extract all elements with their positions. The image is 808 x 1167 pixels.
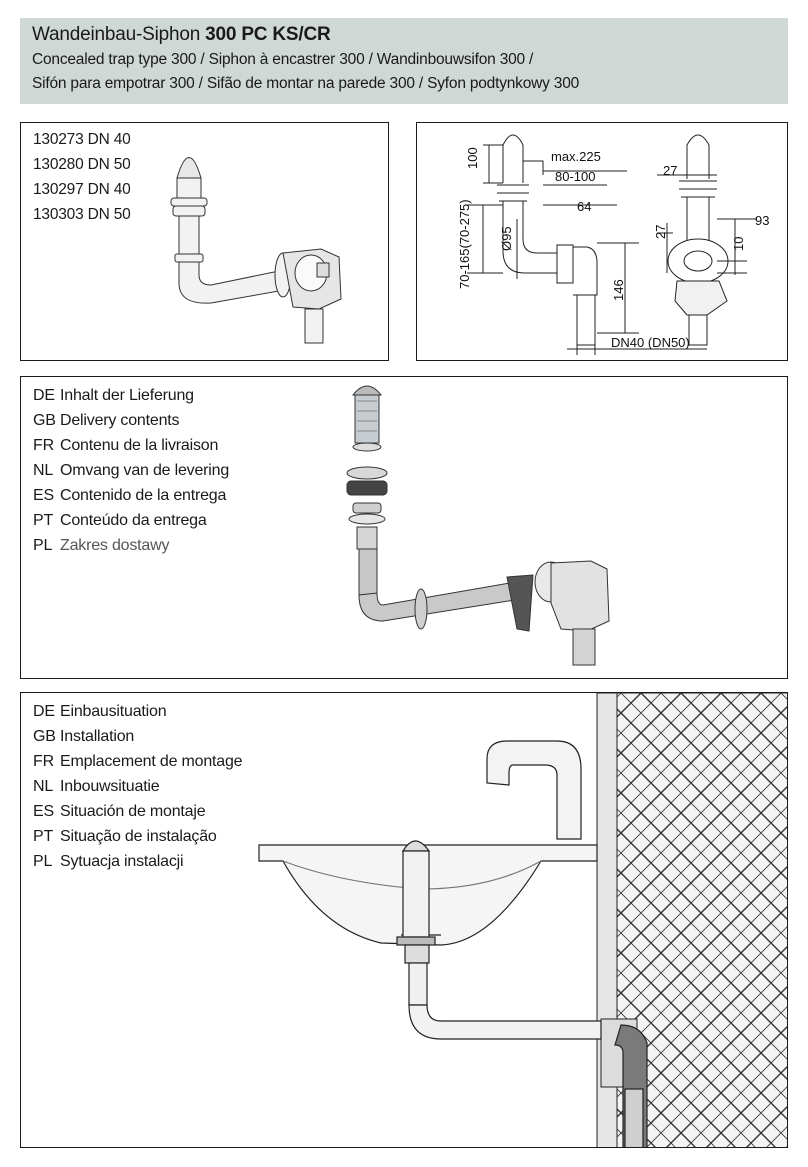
dim-dia95: Ø95 [499,226,514,251]
dim-27b: 27 [653,225,668,239]
dimension-drawing: 100 max.225 80-100 64 Ø95 70-165(70-275)… [457,134,769,355]
dim-27a: 27 [663,163,677,178]
dim-93: 93 [755,213,769,228]
article-number-list: 130273 DN 40 130280 DN 50 130297 DN 40 1… [33,127,131,227]
dim-max225: max.225 [551,149,601,164]
faucet [486,740,582,840]
installation-illustration [258,693,787,1147]
siphon-product-illustration [170,157,342,344]
subtitle-line-1: Concealed trap type 300 / Siphon à encas… [32,51,534,68]
document-title: Wandeinbau-Siphon 300 PC KS/CR [32,24,331,45]
dim-146: 146 [611,279,626,301]
delivery-parts-illustration [346,385,610,666]
subtitle-line-2: Sifón para empotrar 300 / Sifão de monta… [32,75,580,92]
dim-range: 70-165(70-275) [457,199,472,289]
dim-10: 10 [731,237,746,251]
dim-dn: DN40 (DN50) [611,335,690,350]
article-number: 130280 DN 50 [33,156,131,173]
dim-64: 64 [577,199,591,214]
technical-drawing-panel: 100 max.225 80-100 64 Ø95 70-165(70-275)… [416,122,788,361]
siphon [396,840,648,1147]
document-header: Wandeinbau-Siphon 300 PC KS/CR Concealed… [20,18,788,104]
article-number: 130273 DN 40 [33,131,131,148]
dim-100: 100 [465,147,480,169]
product-overview-panel: 130273 DN 40 130280 DN 50 130297 DN 40 1… [20,122,389,361]
article-number: 130297 DN 40 [33,181,131,198]
article-number: 130303 DN 50 [33,206,131,223]
dim-80-100: 80-100 [555,169,595,184]
